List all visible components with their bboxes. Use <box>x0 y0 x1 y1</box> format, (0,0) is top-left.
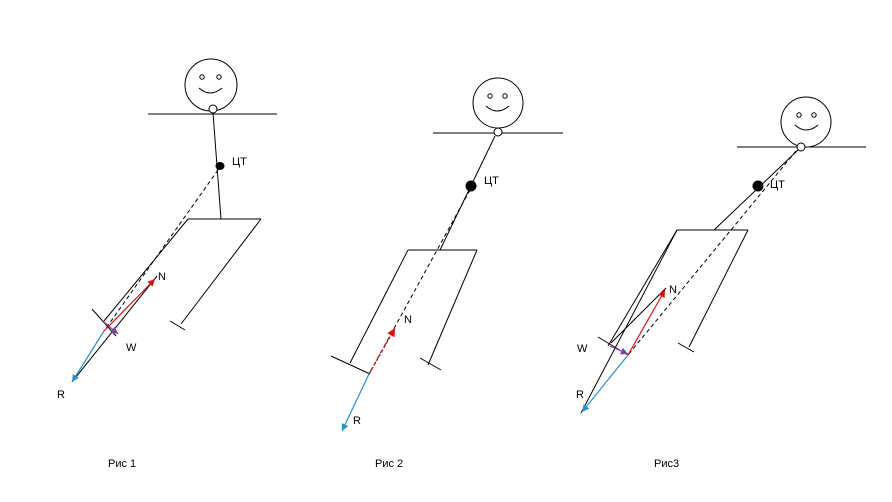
cg-label: ЦТ <box>484 175 499 187</box>
right-ski <box>419 357 442 371</box>
w-label: W <box>126 342 137 354</box>
left-leg <box>349 249 409 364</box>
n-label: N <box>404 314 412 326</box>
triangle-side-left <box>580 229 678 414</box>
smiley-face-icon <box>472 77 524 129</box>
w-label: W <box>577 343 588 355</box>
figure-3: ЦТ N W R Рис3 <box>576 96 866 470</box>
figure-2: ЦТ N R Рис 2 <box>330 77 563 470</box>
n-label: N <box>669 284 677 296</box>
triangle-side-top <box>610 287 667 344</box>
triangle-side <box>71 275 158 383</box>
vector-r <box>71 330 105 383</box>
caption-3: Рис3 <box>654 458 679 470</box>
smiley-face-icon <box>780 96 832 148</box>
right-leg <box>688 229 749 348</box>
neck-joint <box>796 142 806 152</box>
filled-dot-icon <box>465 180 477 192</box>
r-label: R <box>576 389 584 401</box>
caption-1: Рис 1 <box>108 458 136 470</box>
body-line <box>439 135 496 251</box>
vector-n <box>103 278 156 332</box>
r-label: R <box>353 415 361 427</box>
left-leg <box>607 229 678 347</box>
cg-dashed-line <box>627 150 797 356</box>
vector-w <box>103 321 119 335</box>
smiley-face-icon <box>184 58 238 112</box>
n-label: N <box>158 271 166 283</box>
filled-dot-icon <box>752 180 764 192</box>
vector-r <box>581 354 629 413</box>
figure-1: ЦТ N W R Рис 1 <box>57 58 277 470</box>
vector-n <box>627 289 666 356</box>
left-leg <box>103 218 189 322</box>
neck-joint <box>208 104 218 114</box>
vector-n <box>368 327 396 375</box>
right-leg <box>427 249 478 366</box>
right-ski <box>169 320 186 331</box>
neck-joint <box>493 127 503 137</box>
left-ski <box>330 355 371 375</box>
filled-dot-icon <box>215 162 225 170</box>
cg-dashed-line <box>103 169 219 332</box>
vector-w <box>609 345 629 355</box>
r-label: R <box>57 389 65 401</box>
caption-2: Рис 2 <box>375 458 403 470</box>
right-leg <box>180 218 262 325</box>
vector-r <box>341 373 370 432</box>
cg-label: ЦТ <box>770 179 785 191</box>
cg-label: ЦТ <box>232 156 247 168</box>
right-ski <box>677 342 695 353</box>
